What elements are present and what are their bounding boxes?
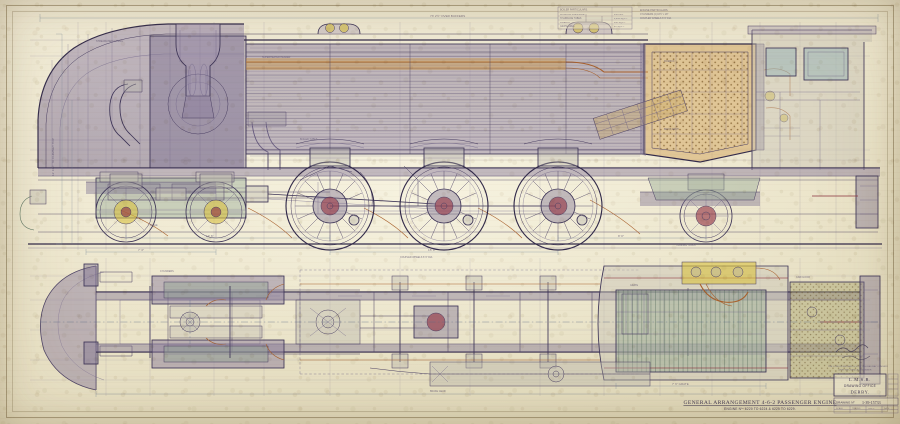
svg-text:COUPLED WHEELS 6' 9" DIA.: COUPLED WHEELS 6' 9" DIA. (640, 17, 672, 20)
drawing-title: GENERAL ARRANGEMENT 4-6-2 PASSENGER ENGI… (683, 400, 836, 406)
top-feed-dome (317, 23, 361, 35)
motion-and-frames (38, 165, 878, 239)
svg-text:SUPERHEATER HEADER: SUPERHEATER HEADER (262, 56, 291, 59)
streamlined-casing (38, 24, 244, 168)
svg-text:TRACED: TRACED (852, 407, 861, 410)
note-block-right: ENGINE PARTICULARS. CYLINDERS (4) 16½" x… (638, 6, 730, 20)
svg-text:WORKING PRESSURE: WORKING PRESSURE (560, 14, 585, 16)
plan-firebox-grate (597, 265, 789, 381)
svg-text:CYLINDERS (4) 16½" x 28": CYLINDERS (4) 16½" x 28" (640, 12, 668, 16)
company-name: L.M.S.R. (849, 377, 871, 382)
svg-text:7' 3": 7' 3" (138, 248, 144, 252)
title-footer-cells: SCALE TRACED CHK'D DATE (833, 405, 899, 414)
trailing-truck (640, 173, 761, 243)
company-box (834, 374, 886, 396)
cme-line-1: CHIEF MECHANICAL ENGINEER (838, 369, 872, 372)
svg-text:2,299 SQ.FT.: 2,299 SQ.FT. (614, 18, 628, 20)
plan-boiler-outline (300, 269, 640, 375)
svg-text:COUPLED WHEELS 6' 9" DIA.: COUPLED WHEELS 6' 9" DIA. (400, 256, 433, 259)
svg-text:15' 0": 15' 0" (428, 248, 436, 252)
plan-dimension-text: 7' 6" GRATE (672, 382, 689, 386)
drawing-no-label: DRAWING Nº (836, 400, 855, 404)
svg-text:CYLINDERS: CYLINDERS (160, 270, 174, 273)
plan-cab-floor (789, 281, 865, 379)
svg-text:FIREBOX: FIREBOX (664, 60, 675, 63)
cab-window-side (804, 48, 848, 80)
svg-text:DATE: DATE (884, 407, 890, 410)
plan-front-buffers (83, 263, 133, 365)
ashpan (648, 178, 760, 200)
svg-text:FIREBOX: FIREBOX (560, 22, 571, 24)
svg-text:BRICK ARCH: BRICK ARCH (664, 128, 679, 131)
view-side-elevation: 7' 3" 15' 0" 17' 6" 8' 0" 73' 2½" OVER B… (19, 14, 882, 255)
svg-text:12' 11½" TO CHIMNEY TOP: 12' 11½" TO CHIMNEY TOP (51, 138, 55, 176)
front-steampipe (109, 83, 131, 147)
view-plan: 7' 6" GRATE (30, 258, 881, 397)
svg-text:45 SQ.FT.: 45 SQ.FT. (614, 26, 625, 28)
note-left-heading: BOILER PARTICULARS. (560, 9, 588, 12)
revision-table (887, 373, 899, 397)
svg-text:BRAKE GEAR: BRAKE GEAR (430, 390, 446, 393)
svg-text:8' 0": 8' 0" (618, 234, 624, 238)
drawing-subtitle: ENGINE Nºˢ 6220 TO 6224 & 6225 TO 6229. (724, 407, 796, 411)
drawing-office: DRAWING OFFICE (844, 384, 876, 388)
note-block-left: BOILER PARTICULARS. WORKING PRESSURE 250… (557, 6, 633, 30)
dimension-text: 7' 3" 15' 0" 17' 6" 8' 0" 73' 2½" OVER B… (138, 14, 624, 252)
front-bogie (86, 173, 247, 243)
dimension-lines (39, 14, 879, 255)
plan-cylinders (151, 275, 360, 369)
svg-text:CHK'D: CHK'D (868, 408, 875, 410)
plan-axles (149, 275, 689, 369)
title-block: THE LONDON MIDLAND & SCOTTISH RAILWAY CO… (683, 344, 899, 414)
svg-text:CAB FLOOR: CAB FLOOR (796, 276, 810, 279)
cme-endorsement: THE LONDON MIDLAND & SCOTTISH RAILWAY CO… (828, 344, 889, 372)
svg-text:BOGIE: BOGIE (150, 224, 158, 227)
cab-window-front (766, 48, 796, 76)
plan-injectors (681, 261, 781, 307)
rear-dragbox (812, 175, 879, 229)
double-chimney (176, 24, 220, 96)
svg-text:GRATE: GRATE (630, 284, 638, 287)
svg-text:SCALE: SCALE (836, 407, 843, 410)
cme-line-2: THE LONDON MIDLAND & SCOTTISH RAILWAY CO… (828, 365, 889, 368)
svg-text:250 LBS.: 250 LBS. (614, 14, 624, 16)
misc-annotations: STREAMLINED CASING SUPERHEATER HEADER BO… (96, 40, 810, 393)
cab (747, 25, 877, 170)
svg-text:73' 2½" OVER BUFFERS: 73' 2½" OVER BUFFERS (430, 14, 465, 18)
plan-steam-pipes (265, 283, 600, 361)
plan-brake-gear (369, 361, 651, 387)
svg-text:7' 6" GRATE: 7' 6" GRATE (672, 382, 689, 386)
main-title-group: GENERAL ARRANGEMENT 4-6-2 PASSENGER ENGI… (683, 400, 836, 411)
driving-wheels (285, 138, 603, 251)
front-coupling (19, 189, 47, 231)
drawing-no-value: 1-39-15733 (862, 400, 881, 405)
brick-arch (592, 89, 688, 140)
svg-text:STREAMLINED CASING: STREAMLINED CASING (96, 40, 123, 43)
svg-text:17' 6": 17' 6" (206, 234, 214, 238)
svg-text:TRAILING TRUCK: TRAILING TRUCK (676, 244, 696, 247)
svg-text:230 SQ.FT.: 230 SQ.FT. (614, 22, 626, 24)
svg-text:BOILER TUBES: BOILER TUBES (300, 138, 318, 141)
note-right-heading: ENGINE PARTICULARS. (640, 9, 669, 12)
svg-text:GRATE AREA: GRATE AREA (560, 25, 575, 28)
office-location: DERBY. (850, 390, 869, 395)
svg-text:H.SURFACE TUBES: H.SURFACE TUBES (560, 17, 582, 20)
